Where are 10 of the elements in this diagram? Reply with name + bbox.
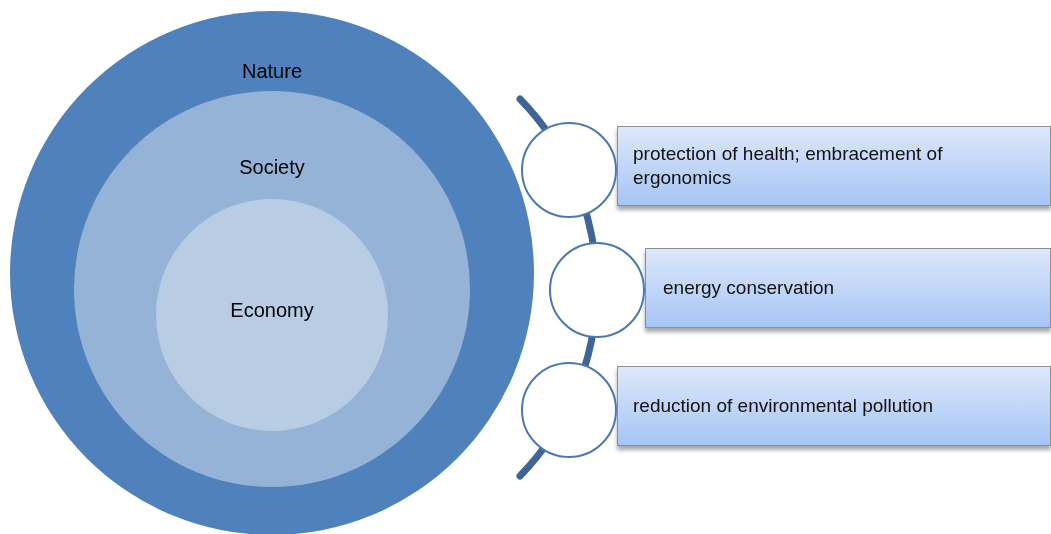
list-bar — [617, 126, 1051, 206]
item-text: energy conservation — [663, 276, 835, 300]
circle — [521, 122, 617, 218]
circle-label: Nature — [241, 60, 303, 83]
list-bar — [645, 248, 1051, 328]
circle-label: Economy — [229, 299, 315, 322]
circle-label: Society — [238, 156, 306, 179]
item-text: reduction of environmental pollution — [633, 394, 933, 418]
list-bar — [617, 366, 1051, 446]
item-text: protection of health; embracement of ergonomics — [633, 142, 944, 190]
